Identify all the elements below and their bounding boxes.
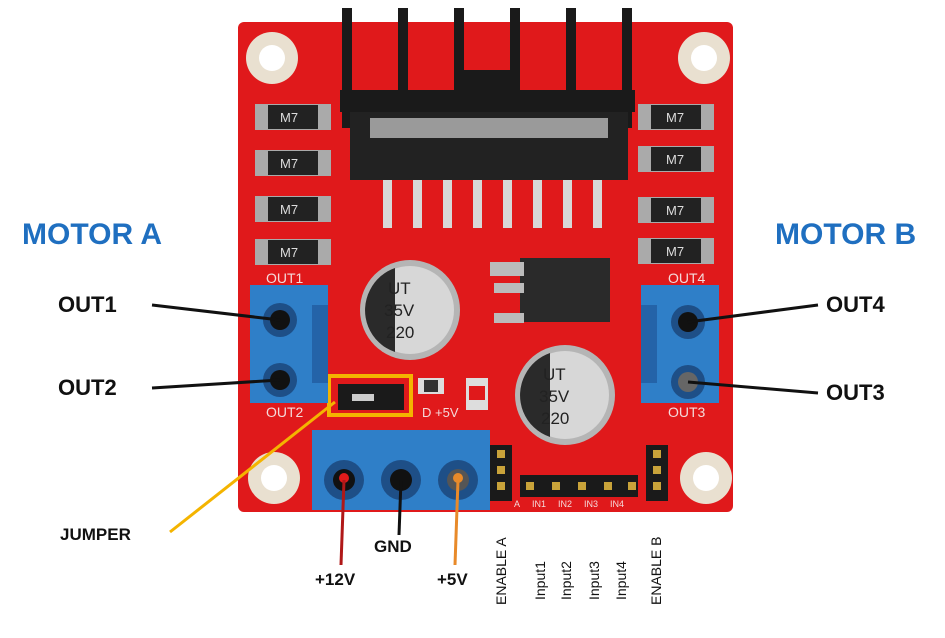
gnd-label: GND [374, 537, 412, 556]
diodes-left [255, 104, 331, 265]
input1-label: Input1 [532, 561, 548, 600]
motor-b-title: MOTOR B [775, 218, 917, 251]
svg-text:IN2: IN2 [558, 499, 572, 509]
svg-text:OUT4: OUT4 [668, 270, 706, 286]
input4-label: Input4 [613, 561, 629, 600]
out3-label: OUT3 [826, 380, 885, 405]
line-out1 [151, 303, 281, 322]
line-out2 [151, 378, 281, 390]
svg-text:D +5V: D +5V [422, 405, 459, 420]
enable-a-label: ENABLE A [493, 537, 509, 605]
line-12v [339, 479, 346, 566]
svg-text:IN1: IN1 [532, 499, 546, 509]
line-5v [453, 479, 460, 566]
heatsink [340, 8, 635, 128]
terminal-motor-b [641, 285, 719, 403]
line-out4 [687, 303, 819, 324]
mounting-holes [246, 32, 732, 504]
diodes-right [638, 104, 714, 264]
voltage-regulator [490, 258, 610, 323]
motor-a-title: MOTOR A [22, 218, 162, 251]
svg-text:M7: M7 [666, 152, 684, 167]
svg-text:M7: M7 [666, 244, 684, 259]
smd-parts [418, 378, 488, 410]
svg-text:UT: UT [543, 365, 566, 384]
svg-text:M7: M7 [280, 245, 298, 260]
v5-label: +5V [437, 570, 468, 589]
header-inputs [520, 475, 638, 497]
svg-text:IN3: IN3 [584, 499, 598, 509]
jumper-label: JUMPER [60, 525, 131, 544]
svg-text:220: 220 [386, 323, 414, 342]
header-enable-a [490, 445, 512, 501]
svg-text:35V: 35V [384, 301, 415, 320]
svg-text:220: 220 [541, 409, 569, 428]
svg-text:OUT2: OUT2 [266, 404, 304, 420]
diode-markings: M7 M7 M7 M7 M7 M7 M7 M7 [280, 110, 684, 260]
line-jumper [169, 400, 336, 534]
svg-text:M7: M7 [666, 203, 684, 218]
terminal-motor-a [250, 285, 328, 403]
callout-lines [151, 303, 819, 536]
svg-text:OUT3: OUT3 [668, 404, 706, 420]
jumper [338, 384, 404, 410]
driver-chip [350, 112, 628, 228]
capacitor-1: UT 35V 220 [360, 260, 460, 360]
svg-text:A: A [514, 499, 520, 509]
svg-text:UT: UT [388, 279, 411, 298]
header-enable-b [646, 445, 668, 501]
silkscreen: OUT1 OUT2 OUT4 OUT3 D +5V A IN1 IN2 IN3 … [266, 270, 706, 509]
input2-label: Input2 [558, 561, 574, 600]
line-gnd [397, 479, 403, 536]
jumper-highlight [327, 374, 413, 417]
svg-text:OUT1: OUT1 [266, 270, 304, 286]
svg-text:35V: 35V [539, 387, 570, 406]
input3-label: Input3 [586, 561, 602, 600]
svg-text:M7: M7 [280, 110, 298, 125]
svg-text:M7: M7 [280, 156, 298, 171]
out1-label: OUT1 [58, 292, 117, 317]
out4-label: OUT4 [826, 292, 885, 317]
enable-b-label: ENABLE B [648, 536, 664, 605]
capacitor-2: UT 35V 220 [515, 345, 615, 445]
out2-label: OUT2 [58, 375, 117, 400]
v12-label: +12V [315, 570, 356, 589]
svg-text:M7: M7 [280, 202, 298, 217]
line-out3 [687, 380, 819, 395]
svg-text:M7: M7 [666, 110, 684, 125]
svg-text:IN4: IN4 [610, 499, 624, 509]
